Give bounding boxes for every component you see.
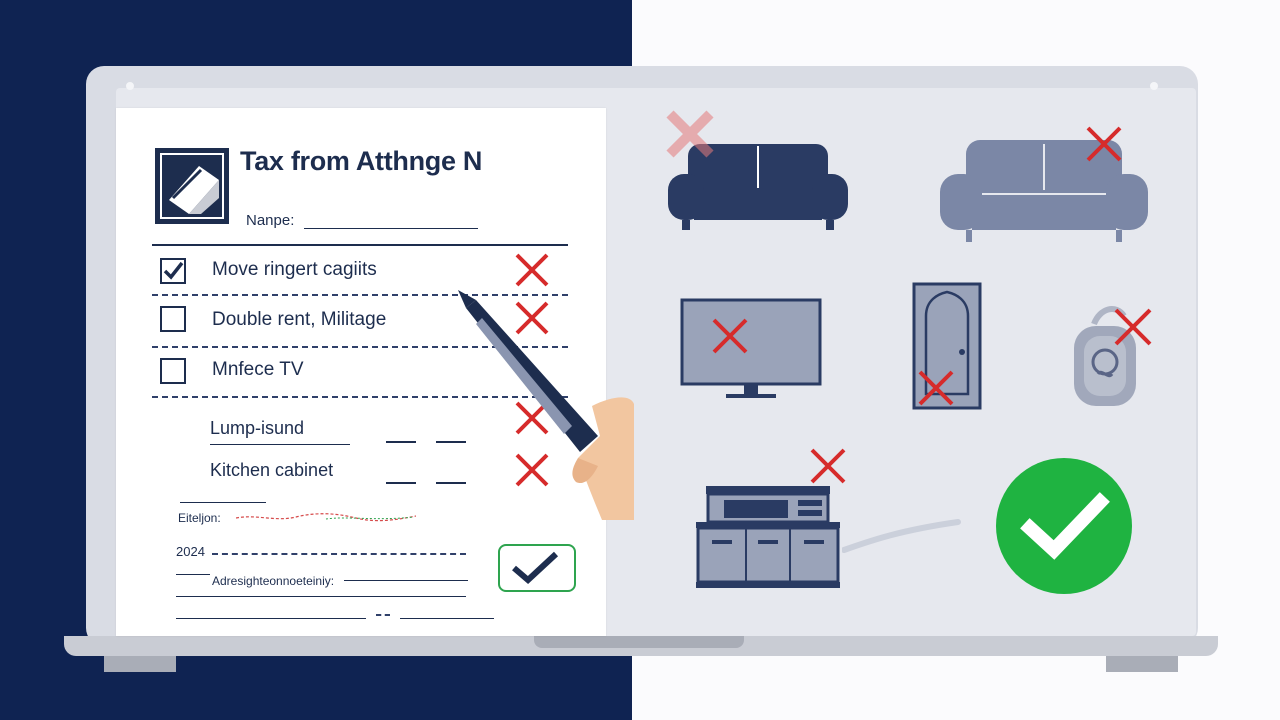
form-title: Tax from Atthnge N (240, 146, 483, 176)
laptop-foot-right (1106, 656, 1178, 672)
address-prefix-line (176, 574, 210, 575)
address-field-label: Adresighteonnoeteiniy: (212, 574, 335, 588)
sofa-light-icon (940, 140, 1148, 242)
x-mark-icon (515, 453, 549, 487)
x-mark-icon (810, 448, 846, 484)
signature-field-label: Eiteljon: (178, 511, 221, 525)
check-icon (512, 551, 559, 585)
year-label: 2024 (176, 544, 205, 559)
x-mark-icon (1086, 126, 1122, 162)
item-label-4: Lump-isund (210, 418, 305, 438)
address-line-2[interactable] (176, 596, 466, 597)
address-dash-mark (376, 614, 390, 616)
amount-line-4b[interactable] (436, 441, 466, 443)
short-line (180, 502, 266, 503)
appliance-icon (1074, 306, 1136, 406)
x-mark-icon (666, 110, 714, 158)
row-divider-3 (152, 396, 568, 398)
x-mark-icon (918, 370, 954, 406)
name-field-label: Nanpe: (246, 212, 295, 229)
row-divider-2 (152, 346, 568, 348)
amount-line-5b[interactable] (436, 482, 466, 484)
pen-icon (458, 290, 634, 520)
address-line-3[interactable] (176, 618, 366, 619)
kitchen-cabinet-icon (696, 486, 840, 588)
item-line-4 (210, 444, 350, 445)
x-mark-icon (515, 301, 549, 335)
signature-scribble (236, 513, 416, 522)
laptop-notch (534, 636, 744, 648)
checkbox-item-1[interactable] (160, 258, 186, 284)
item-label-1: Move ringert cagiits (212, 259, 377, 280)
address-field-line[interactable] (344, 580, 468, 581)
x-mark-icon (515, 401, 549, 435)
address-line-4[interactable] (400, 618, 494, 619)
checkbox-item-2[interactable] (160, 306, 186, 332)
approved-badge (996, 458, 1132, 594)
checkbox-item-3[interactable] (160, 358, 186, 384)
x-mark-icon (712, 318, 748, 354)
x-mark-icon (1114, 308, 1152, 346)
sofa-dark-icon (668, 144, 848, 230)
tv-icon (680, 298, 822, 398)
item-label-3: Mnfece TV (212, 359, 304, 380)
amount-line-4[interactable] (386, 441, 416, 443)
smudge-mark (842, 519, 961, 553)
camera-dot (126, 82, 134, 90)
item-label-5: Kitchen cabinet (210, 460, 334, 480)
checkmark-icon (163, 261, 184, 280)
header-divider (152, 244, 568, 246)
door-cabinet-icon (912, 282, 982, 410)
name-field-line[interactable] (304, 228, 478, 229)
laptop-foot-left (104, 656, 176, 672)
x-mark-icon (515, 253, 549, 287)
amount-line-5[interactable] (386, 482, 416, 484)
approved-check-box (498, 544, 576, 592)
item-label-2: Double rent, Militage (212, 309, 387, 330)
row-divider-1 (152, 294, 568, 296)
check-icon (1020, 492, 1110, 560)
form-logo-icon (155, 148, 229, 224)
year-field-line[interactable] (212, 553, 466, 555)
sensor-dot (1150, 82, 1158, 90)
